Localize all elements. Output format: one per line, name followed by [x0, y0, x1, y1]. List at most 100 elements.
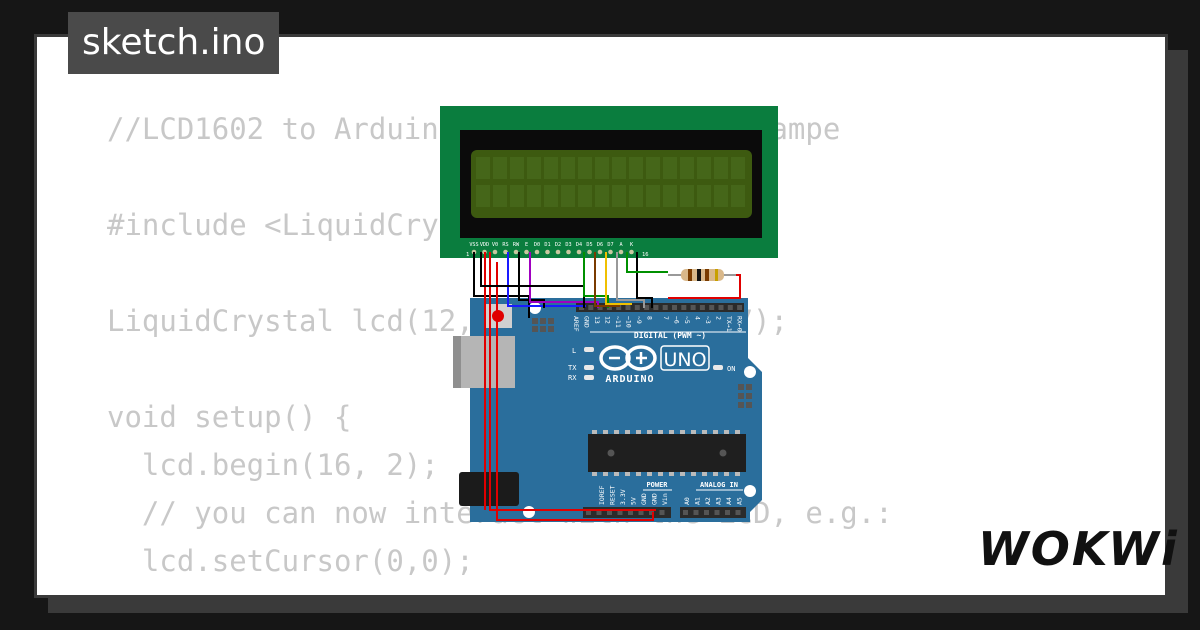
lcd-cell — [697, 185, 711, 207]
chip-pin — [680, 472, 685, 476]
lcd-pin[interactable] — [492, 249, 498, 255]
chip-pin — [680, 430, 685, 434]
header-socket[interactable] — [617, 510, 623, 515]
icsp-pin — [746, 393, 752, 399]
header-socket[interactable] — [596, 510, 602, 515]
chip-pin — [735, 430, 740, 434]
lcd-pin-label: RW — [513, 242, 520, 248]
header-socket[interactable] — [690, 305, 696, 310]
lcd-pin[interactable] — [576, 249, 582, 255]
digital-label: DIGITAL (PWM ~) — [634, 331, 706, 340]
led-l — [584, 347, 594, 352]
chip-pin — [647, 472, 652, 476]
lcd-pin[interactable] — [587, 249, 592, 255]
lcd-cell — [663, 157, 677, 179]
lcd-cell — [680, 157, 694, 179]
lcd-pin[interactable] — [534, 249, 540, 255]
lcd-cell — [544, 185, 558, 207]
lcd-cell — [714, 185, 728, 207]
header-socket[interactable] — [709, 305, 715, 310]
chip-pin — [702, 430, 707, 434]
lcd-pin-label: V0 — [492, 242, 498, 248]
lcd-pin[interactable] — [555, 249, 561, 255]
icsp-header — [532, 318, 554, 332]
header-socket[interactable] — [597, 305, 603, 310]
filename-tab[interactable]: sketch.ino — [68, 12, 280, 74]
chip-pin — [669, 472, 674, 476]
lcd-pin-label: K — [630, 242, 634, 248]
wire-rs — [507, 252, 586, 307]
header-socket[interactable] — [735, 510, 741, 515]
lcd-cell — [510, 157, 524, 179]
header-socket[interactable] — [579, 305, 584, 310]
lcd-cell — [493, 185, 507, 207]
header-socket[interactable] — [699, 305, 705, 310]
lcd-pin[interactable] — [597, 249, 603, 255]
lcd-cell — [476, 185, 490, 207]
digital-pin-label: TX→1 — [725, 316, 733, 332]
lcd-cell — [527, 185, 541, 207]
header-socket[interactable] — [725, 510, 730, 515]
wire-d6 — [605, 252, 632, 305]
header-socket[interactable] — [727, 305, 733, 310]
chip-pin — [735, 472, 740, 476]
header-socket[interactable] — [693, 510, 699, 515]
chip-pin — [625, 430, 630, 434]
header-socket[interactable] — [644, 305, 650, 310]
header-socket[interactable] — [672, 305, 677, 310]
power-pin-label: IOREF — [598, 485, 606, 505]
header-socket[interactable] — [625, 305, 631, 310]
header-socket[interactable] — [683, 510, 688, 515]
resistor-band — [697, 269, 701, 281]
header-socket[interactable] — [714, 510, 720, 515]
lcd-cell — [714, 157, 728, 179]
digital-pin-label: ~3 — [704, 316, 712, 324]
header-socket[interactable] — [634, 305, 640, 310]
header-socket[interactable] — [662, 305, 668, 310]
chip-pins — [592, 430, 740, 476]
power-pin-label: GND — [651, 493, 659, 505]
header-socket[interactable] — [606, 305, 612, 310]
digital-header-body — [576, 303, 744, 312]
lcd-pin[interactable] — [608, 249, 613, 255]
header-socket[interactable] — [649, 510, 654, 515]
header-socket[interactable] — [607, 510, 612, 515]
lcd-cell — [646, 157, 660, 179]
usb-connector-edge — [453, 336, 461, 388]
lcd-pin[interactable] — [513, 249, 519, 255]
lcd-pin[interactable] — [629, 249, 634, 255]
header-socket[interactable] — [638, 510, 644, 515]
power-pin-label: RESET — [609, 485, 617, 505]
code-line: lcd.begin(16, 2); — [107, 448, 439, 482]
header-socket[interactable] — [704, 510, 709, 515]
icsp-pin — [746, 384, 752, 390]
wokwi-logo: WOKWi — [978, 522, 1179, 576]
chip-pin — [702, 472, 707, 476]
header-socket[interactable] — [681, 305, 687, 310]
header-socket[interactable] — [737, 305, 743, 310]
resistor[interactable] — [668, 269, 736, 281]
power-header-label: POWER — [646, 481, 668, 489]
lcd-cell — [510, 185, 524, 207]
header-socket[interactable] — [616, 305, 622, 310]
lcd-pin-label: D5 — [586, 242, 592, 248]
lcd-pin[interactable] — [503, 249, 508, 255]
analog-pin-label: A3 — [715, 497, 723, 505]
digital-header — [576, 303, 744, 312]
header-socket[interactable] — [659, 510, 665, 515]
lcd-pin[interactable] — [618, 249, 624, 255]
wire-d7 — [616, 252, 645, 308]
header-socket[interactable] — [628, 510, 633, 515]
lcd-pin[interactable] — [545, 249, 550, 255]
header-socket[interactable] — [653, 305, 659, 310]
wire-k — [636, 252, 653, 308]
header-socket[interactable] — [586, 510, 591, 515]
analog-header-label: ANALOG IN — [700, 481, 738, 489]
header-socket[interactable] — [718, 305, 724, 310]
header-socket[interactable] — [588, 305, 594, 310]
lcd-pin[interactable] — [524, 249, 529, 255]
lcd-pin[interactable] — [566, 249, 571, 255]
